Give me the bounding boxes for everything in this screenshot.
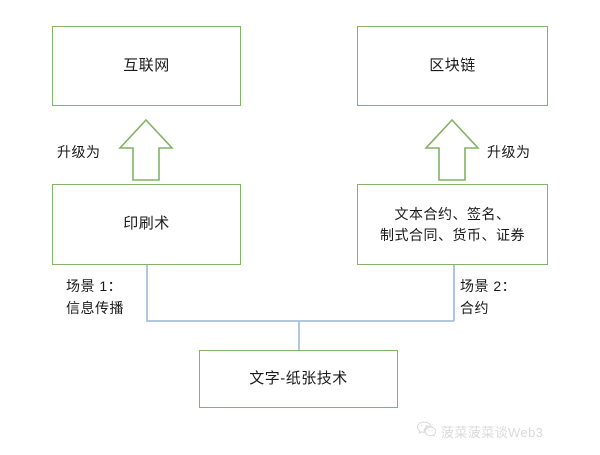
connector-paper-stem [298, 320, 300, 350]
node-contracts[interactable]: 文本合约、签名、 制式合同、货币、证券 [357, 184, 548, 265]
scene-2-label: 场景 2： 合约 [460, 278, 517, 316]
scene-1-label: 场景 1： 信息传播 [66, 278, 124, 316]
connector-printing-stem [146, 265, 148, 321]
connector-crossbar [146, 320, 454, 322]
node-blockchain[interactable]: 区块链 [357, 26, 548, 106]
node-paper-technology[interactable]: 文字-纸张技术 [199, 350, 398, 408]
node-blockchain-label: 区块链 [429, 56, 476, 74]
wechat-icon [416, 421, 437, 441]
node-internet[interactable]: 互联网 [52, 26, 241, 106]
node-contracts-label: 文本合约、签名、 制式合同、货币、证券 [380, 205, 525, 243]
watermark-text: 菠菜菠菜谈Web3 [441, 424, 544, 440]
node-internet-label: 互联网 [123, 56, 170, 74]
node-printing[interactable]: 印刷术 [52, 184, 241, 265]
watermark: 菠菜菠菜谈Web3 [416, 421, 544, 441]
upgrade-arrow-left-icon [118, 118, 174, 182]
node-paper-technology-label: 文字-纸张技术 [249, 369, 348, 387]
upgrade-arrow-right-label: 升级为 [487, 144, 531, 160]
node-printing-label: 印刷术 [123, 215, 170, 233]
upgrade-arrow-right-icon [424, 118, 480, 182]
upgrade-arrow-left-label: 升级为 [57, 144, 101, 160]
connector-contracts-stem [453, 265, 455, 321]
